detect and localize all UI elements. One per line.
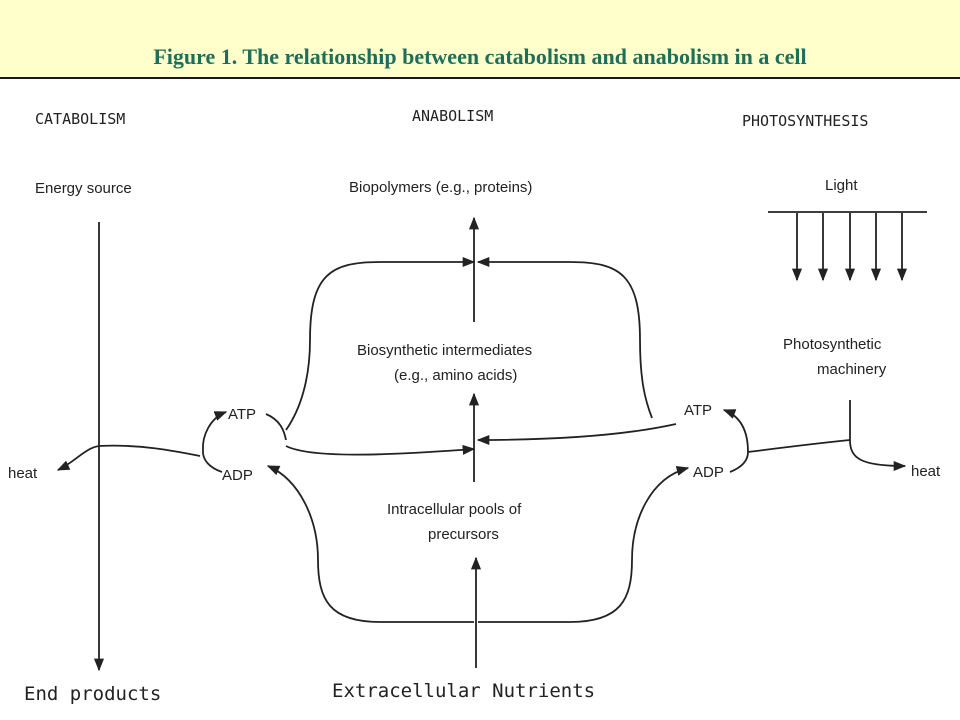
heat-right-arrow bbox=[849, 439, 907, 472]
adp-to-atp-left-arrow bbox=[202, 411, 228, 451]
light-label: Light bbox=[825, 177, 858, 194]
machinery-label-2: machinery bbox=[817, 361, 887, 378]
adp-return-arrow bbox=[266, 465, 474, 623]
metabolism-diagram: CATABOLISM ANABOLISM PHOTOSYNTHESIS Ener… bbox=[0, 79, 960, 720]
adp-to-atp-right-arrow bbox=[722, 409, 749, 453]
atp-left-link bbox=[265, 413, 287, 441]
atp-left-label: ATP bbox=[228, 406, 256, 423]
adp-right-label: ADP bbox=[693, 464, 724, 481]
machinery-label-1: Photosynthetic bbox=[783, 336, 882, 353]
adp-right-link bbox=[729, 451, 749, 473]
heat-left-label: heat bbox=[8, 465, 38, 482]
biopolymers-label: Biopolymers (e.g., proteins) bbox=[349, 179, 532, 196]
adp-left-link bbox=[202, 449, 223, 473]
right-atp-to-intermediates-arrow bbox=[476, 423, 677, 446]
section-catabolism: CATABOLISM bbox=[35, 110, 125, 128]
heat-right-label: heat bbox=[911, 463, 941, 480]
photosynthesis-energy-link bbox=[747, 439, 851, 453]
title-banner: Figure 1. The relationship between catab… bbox=[0, 0, 960, 79]
pools-label-1: Intracellular pools of bbox=[387, 501, 522, 518]
diagram-canvas: CATABOLISM ANABOLISM PHOTOSYNTHESIS Ener… bbox=[8, 107, 941, 705]
heat-left-arrow bbox=[56, 445, 100, 471]
right-adp-return-arrow bbox=[478, 466, 690, 623]
energy-source-label: Energy source bbox=[35, 180, 132, 197]
section-anabolism: ANABOLISM bbox=[412, 107, 493, 125]
atp-to-intermediates-arrow bbox=[285, 444, 476, 456]
figure-title: Figure 1. The relationship between catab… bbox=[153, 44, 807, 69]
extracellular-nutrients-label: Extracellular Nutrients bbox=[332, 680, 595, 702]
intermediates-label-2: (e.g., amino acids) bbox=[394, 367, 517, 384]
end-products-label: End products bbox=[24, 683, 161, 705]
pools-label-2: precursors bbox=[428, 526, 499, 543]
catabolism-energy-link bbox=[98, 444, 201, 457]
intermediates-label-1: Biosynthetic intermediates bbox=[357, 342, 532, 359]
atp-to-biopolymers-arrow bbox=[285, 256, 476, 431]
atp-right-label: ATP bbox=[684, 402, 712, 419]
right-atp-to-biopolymers-arrow bbox=[476, 256, 653, 419]
adp-left-label: ADP bbox=[222, 467, 253, 484]
section-photosynthesis: PHOTOSYNTHESIS bbox=[742, 112, 868, 130]
